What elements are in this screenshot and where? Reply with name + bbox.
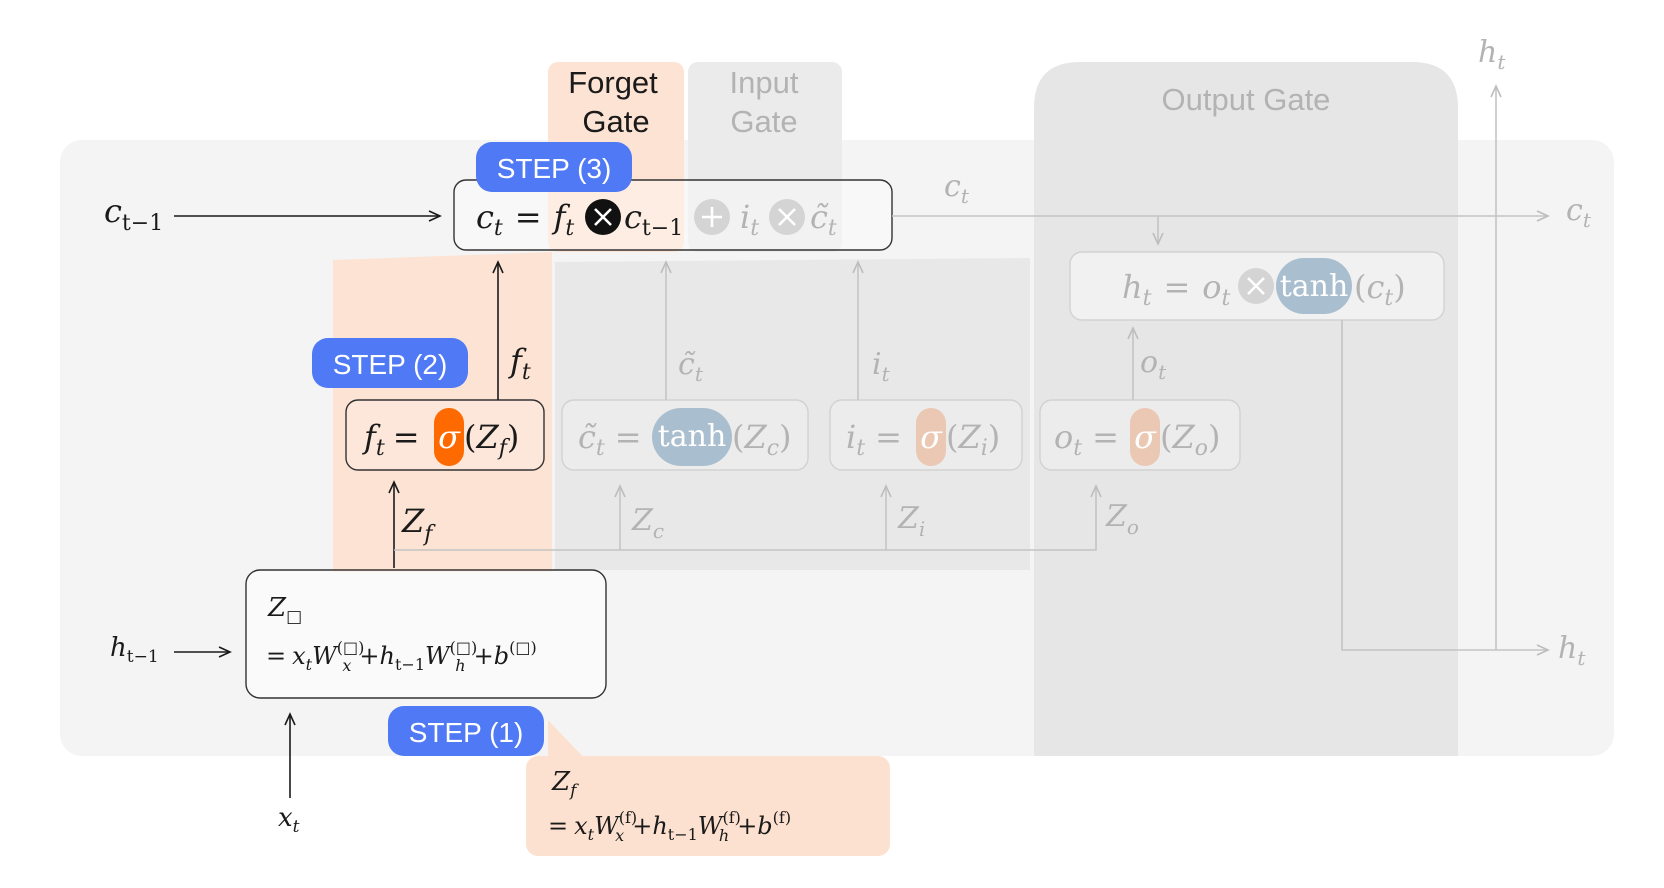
z-box-formula: =xtW(□)x+ht−1W(□)h+b(□) — [266, 638, 537, 675]
zf-note-pointer — [548, 720, 588, 762]
hidden-state-lhs: ht=ot — [1122, 268, 1231, 311]
z-distribution-line — [394, 484, 1102, 551]
label-ctilde: c̃t — [678, 347, 704, 386]
forget-gate-title: Forget — [568, 65, 658, 100]
candidate-tanh: tanh — [658, 419, 727, 454]
multiply-icon-output-x — [1247, 277, 1265, 295]
label-zo: Zo — [1105, 499, 1139, 539]
label-it: it — [872, 347, 891, 386]
forget-gate-sigma: σ — [438, 418, 461, 456]
output-gate-arg: (Zo) — [1160, 418, 1220, 461]
label-xt: xt — [278, 803, 300, 837]
label-ht-top: ht — [1478, 35, 1506, 74]
label-zi: Zi — [897, 501, 925, 541]
output-gate-sigma: σ — [1134, 418, 1157, 456]
zf-note-title: Zf — [551, 767, 579, 801]
label-ot: ot — [1140, 345, 1167, 384]
sigma-highlight-input — [916, 408, 946, 466]
step-3-label: STEP (3) — [497, 153, 612, 184]
input-gate-eq-lhs: it= — [846, 418, 902, 461]
cell-update-cprev: ct−1 — [624, 198, 683, 241]
label-zc: Zc — [631, 503, 664, 543]
plus-icon-cross — [702, 207, 722, 227]
input-gate-header — [688, 62, 842, 252]
hidden-state-arg: (ct) — [1354, 268, 1406, 311]
tanh-highlight-candidate — [652, 408, 732, 466]
input-gate-title: Input — [730, 65, 799, 100]
multiply-icon-faded-x — [778, 208, 796, 226]
input-gate-arg: (Zi) — [946, 418, 1000, 461]
zf-note — [526, 756, 890, 856]
output-gate-eq-lhs: ot= — [1054, 418, 1119, 461]
label-ct-right: ct — [1566, 193, 1592, 232]
cell-update-lhs: ct=ft — [476, 198, 574, 241]
cell-update-ctilde: c̃t — [810, 198, 837, 241]
label-h-prev: ht−1 — [110, 633, 159, 667]
hidden-state-tanh: tanh — [1280, 269, 1349, 304]
arrow-ht-right — [1341, 320, 1550, 656]
z-computation-box — [245, 569, 607, 699]
step-2-badge — [312, 338, 468, 388]
label-ct-mid: ct — [944, 169, 970, 208]
multiply-icon-active-x — [594, 208, 612, 226]
output-gate-panel — [1034, 62, 1458, 756]
sigma-highlight-output — [1130, 408, 1160, 466]
step-1-badge — [388, 706, 544, 756]
forget-gate-arg: (Zf) — [464, 418, 519, 461]
input-gate-title-2: Gate — [730, 104, 797, 139]
z-box-title: Z□ — [267, 593, 302, 627]
step-3-badge — [476, 142, 632, 192]
label-ht-right: ht — [1558, 631, 1586, 670]
output-gate-title: Output Gate — [1162, 82, 1331, 117]
tanh-highlight-output — [1276, 258, 1352, 314]
cell-update-i: it — [740, 198, 759, 241]
forget-gate-title-2: Gate — [582, 104, 649, 139]
input-gate-sigma: σ — [920, 418, 943, 456]
candidate-arg: (Zc) — [732, 418, 792, 461]
label-c-prev: ct−1 — [104, 192, 163, 236]
candidate-eq-lhs: c̃t= — [578, 418, 642, 461]
step-2-label: STEP (2) — [333, 349, 448, 380]
zf-note-formula: =xtW(f)x+ht−1W(f)h+b(f) — [548, 808, 791, 845]
step-1-label: STEP (1) — [409, 717, 524, 748]
sigma-highlight-forget — [434, 408, 464, 466]
